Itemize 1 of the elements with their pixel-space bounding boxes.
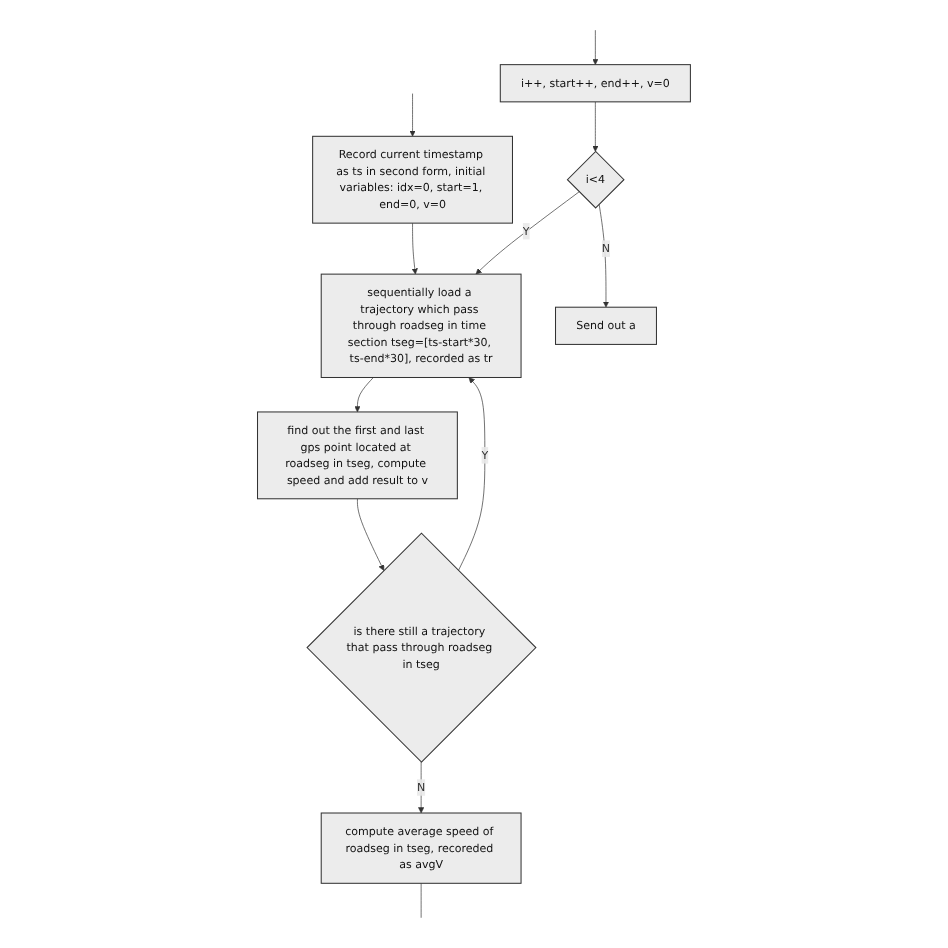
connector	[420, 883, 422, 919]
